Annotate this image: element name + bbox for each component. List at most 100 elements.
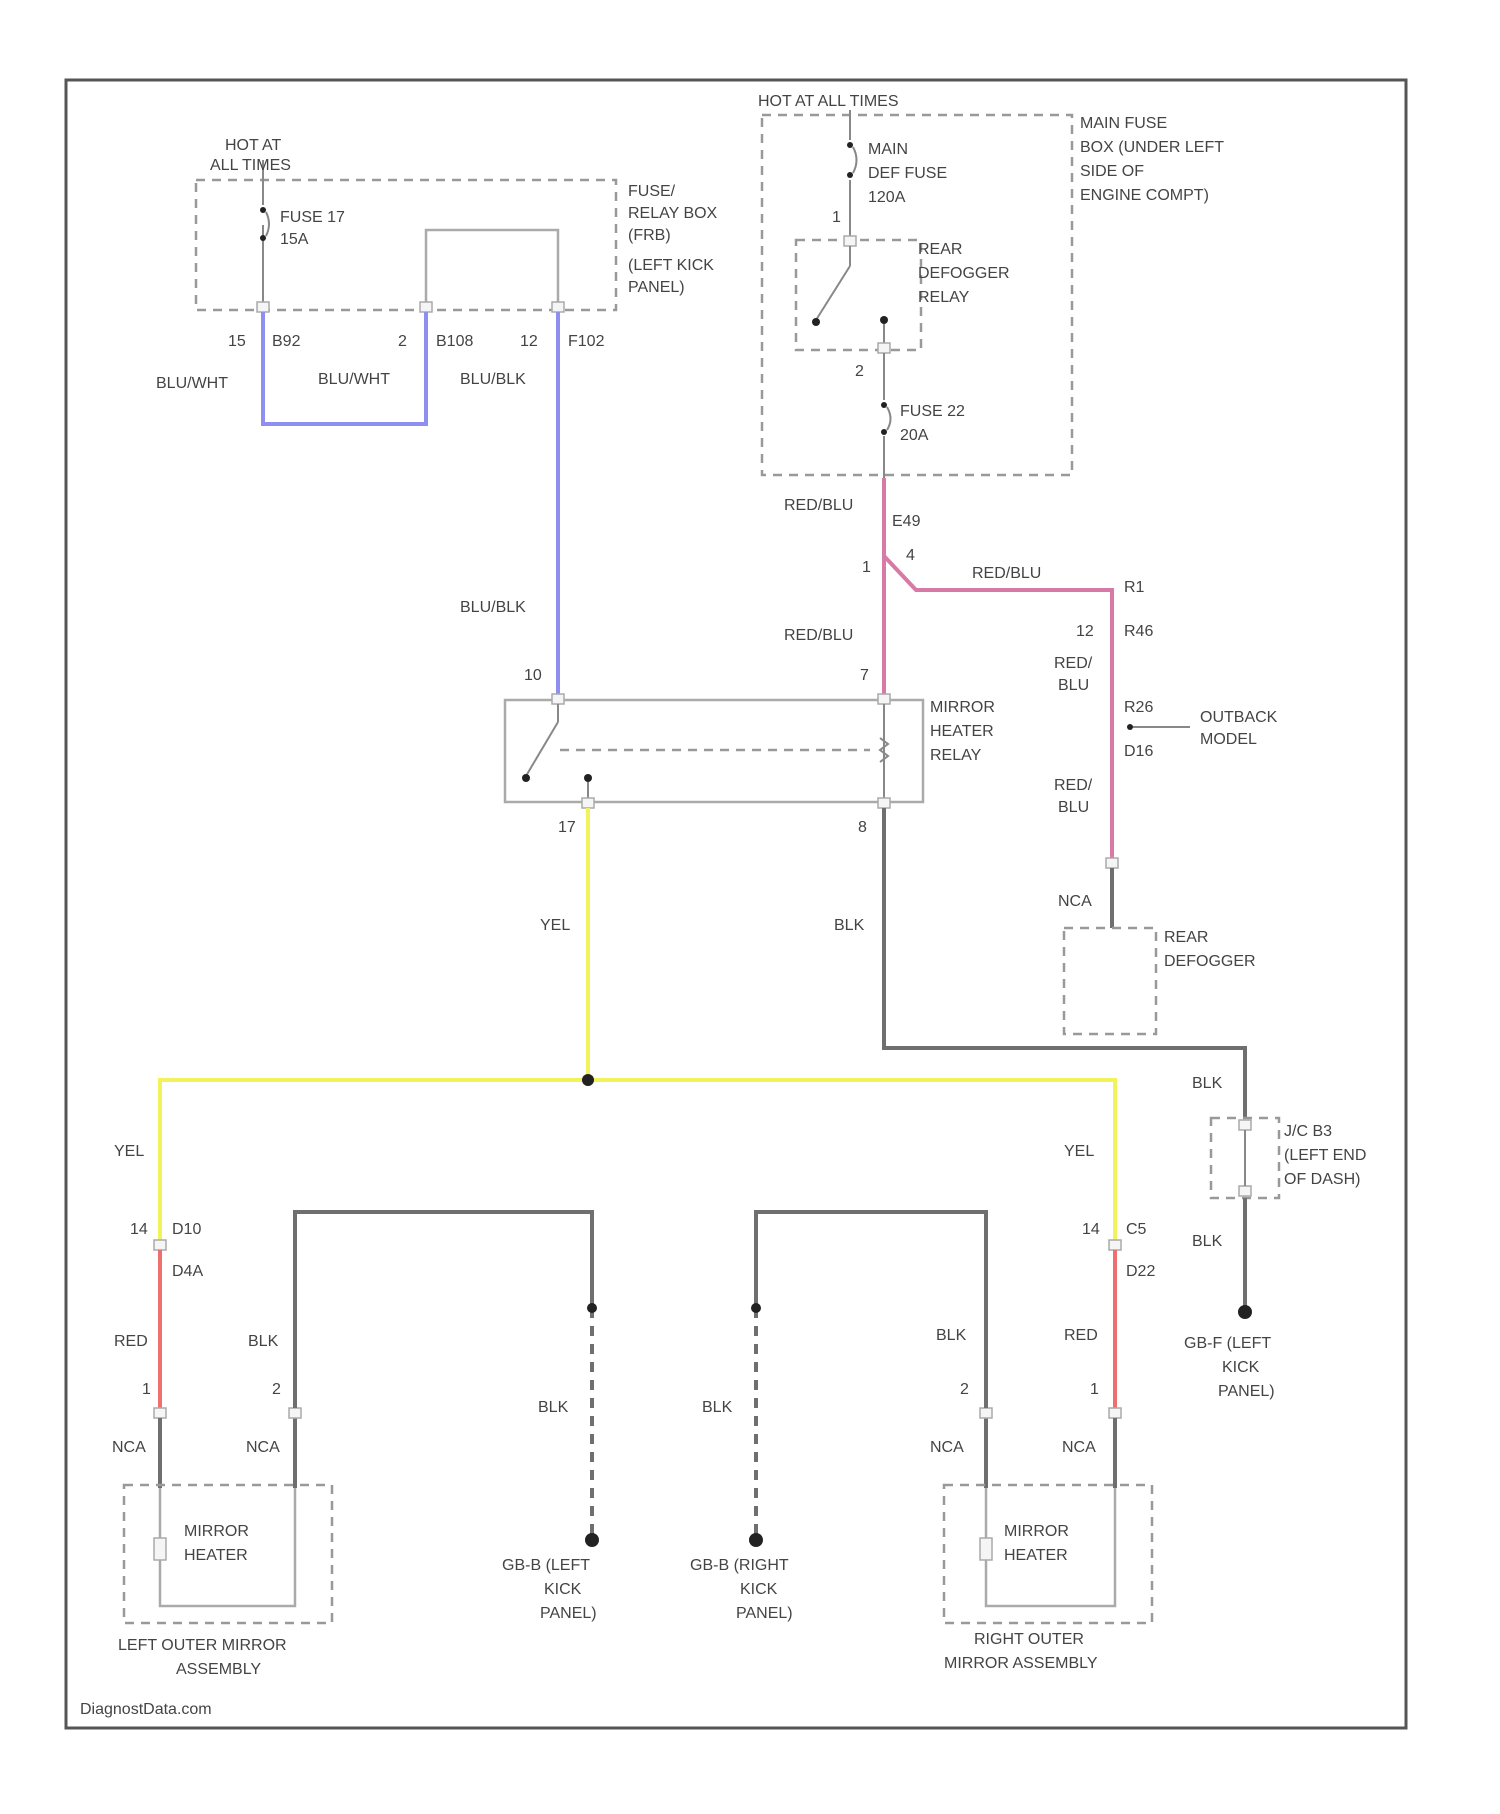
svg-text:BLK: BLK bbox=[1192, 1075, 1223, 1092]
svg-text:(LEFT END: (LEFT END bbox=[1284, 1147, 1366, 1164]
gb-b-left-label: GB-B (LEFT bbox=[502, 1557, 590, 1574]
fuse-22-label: FUSE 22 bbox=[900, 403, 965, 420]
rear-defogger-label: REAR bbox=[1164, 929, 1208, 946]
rear-defogger bbox=[1064, 858, 1156, 1034]
svg-text:F102: F102 bbox=[568, 333, 605, 350]
svg-text:PANEL): PANEL) bbox=[540, 1605, 597, 1622]
right-outer-mirror-label: RIGHT OUTER bbox=[974, 1631, 1084, 1648]
svg-text:SIDE OF: SIDE OF bbox=[1080, 163, 1144, 180]
svg-text:4: 4 bbox=[906, 547, 915, 564]
svg-text:PANEL): PANEL) bbox=[1218, 1383, 1275, 1400]
svg-text:BOX (UNDER LEFT: BOX (UNDER LEFT bbox=[1080, 139, 1224, 156]
jc-label: J/C B3 bbox=[1284, 1123, 1332, 1140]
svg-text:D16: D16 bbox=[1124, 743, 1153, 760]
svg-text:D22: D22 bbox=[1126, 1263, 1155, 1280]
svg-text:10: 10 bbox=[524, 667, 542, 684]
svg-text:12: 12 bbox=[520, 333, 538, 350]
svg-text:HEATER: HEATER bbox=[930, 723, 994, 740]
svg-text:RED/BLU: RED/BLU bbox=[784, 497, 853, 514]
svg-text:HEATER: HEATER bbox=[1004, 1547, 1068, 1564]
svg-text:(LEFT KICK: (LEFT KICK bbox=[628, 257, 714, 274]
svg-text:DEFOGGER: DEFOGGER bbox=[1164, 953, 1256, 970]
svg-text:YEL: YEL bbox=[540, 917, 570, 934]
svg-text:20A: 20A bbox=[900, 427, 929, 444]
svg-text:120A: 120A bbox=[868, 189, 906, 206]
svg-text:RED/BLU: RED/BLU bbox=[972, 565, 1041, 582]
svg-text:D10: D10 bbox=[172, 1221, 201, 1238]
svg-text:NCA: NCA bbox=[1058, 893, 1092, 910]
mirror-heater-left-label: MIRROR bbox=[184, 1523, 249, 1540]
svg-text:NCA: NCA bbox=[112, 1439, 146, 1456]
svg-text:14: 14 bbox=[1082, 1221, 1100, 1238]
svg-text:ENGINE COMPT): ENGINE COMPT) bbox=[1080, 187, 1209, 204]
svg-text:RED/: RED/ bbox=[1054, 777, 1093, 794]
svg-text:OF DASH): OF DASH) bbox=[1284, 1171, 1360, 1188]
svg-text:R1: R1 bbox=[1124, 579, 1145, 596]
svg-text:RELAY BOX: RELAY BOX bbox=[628, 205, 718, 222]
svg-text:ASSEMBLY: ASSEMBLY bbox=[176, 1661, 261, 1678]
svg-text:2: 2 bbox=[960, 1381, 969, 1398]
svg-text:1: 1 bbox=[862, 559, 871, 576]
svg-text:15: 15 bbox=[228, 333, 246, 350]
svg-text:8: 8 bbox=[858, 819, 867, 836]
left-outer-mirror-label: LEFT OUTER MIRROR bbox=[118, 1637, 287, 1654]
svg-text:NCA: NCA bbox=[246, 1439, 280, 1456]
main-fuse-label: MAIN bbox=[868, 141, 908, 158]
svg-text:NCA: NCA bbox=[1062, 1439, 1096, 1456]
svg-text:NCA: NCA bbox=[930, 1439, 964, 1456]
svg-text:1: 1 bbox=[142, 1381, 151, 1398]
svg-text:7: 7 bbox=[860, 667, 869, 684]
svg-text:12: 12 bbox=[1076, 623, 1094, 640]
svg-text:BLK: BLK bbox=[538, 1399, 569, 1416]
diagram-border bbox=[66, 80, 1406, 1728]
svg-text:YEL: YEL bbox=[1064, 1143, 1094, 1160]
svg-text:RED/: RED/ bbox=[1054, 655, 1093, 672]
svg-text:R26: R26 bbox=[1124, 699, 1153, 716]
svg-text:RELAY: RELAY bbox=[930, 747, 982, 764]
svg-text:BLK: BLK bbox=[248, 1333, 279, 1350]
wire-label-bluwht-1: BLU/WHT bbox=[156, 375, 228, 392]
wire-label-bluwht-2: BLU/WHT bbox=[318, 371, 390, 388]
svg-text:DEFOGGER: DEFOGGER bbox=[918, 265, 1010, 282]
svg-text:PANEL): PANEL) bbox=[736, 1605, 793, 1622]
mirror-heater-right-label: MIRROR bbox=[1004, 1523, 1069, 1540]
frb-label: FUSE/ bbox=[628, 183, 676, 200]
svg-text:17: 17 bbox=[558, 819, 576, 836]
svg-text:2: 2 bbox=[398, 333, 407, 350]
hot-at-all-times-left: HOT AT bbox=[225, 137, 282, 154]
svg-text:RED: RED bbox=[1064, 1327, 1098, 1344]
svg-text:R46: R46 bbox=[1124, 623, 1153, 640]
svg-text:RED/BLU: RED/BLU bbox=[784, 627, 853, 644]
svg-text:YEL: YEL bbox=[114, 1143, 144, 1160]
svg-text:BLK: BLK bbox=[702, 1399, 733, 1416]
svg-text:DEF FUSE: DEF FUSE bbox=[868, 165, 947, 182]
fuse-relay-box bbox=[196, 160, 616, 312]
svg-text:B108: B108 bbox=[436, 333, 473, 350]
gb-left-label: GB-F (LEFT bbox=[1184, 1335, 1271, 1352]
svg-text:RELAY: RELAY bbox=[918, 289, 970, 306]
svg-text:ALL TIMES: ALL TIMES bbox=[210, 157, 291, 174]
main-box-label: MAIN FUSE bbox=[1080, 115, 1167, 132]
svg-text:1: 1 bbox=[1090, 1381, 1099, 1398]
svg-text:1: 1 bbox=[832, 209, 841, 226]
mirror-heater-relay-label: MIRROR bbox=[930, 699, 995, 716]
svg-text:HEATER: HEATER bbox=[184, 1547, 248, 1564]
mirror-heater-relay bbox=[505, 694, 923, 808]
wire-label-blublk-1: BLU/BLK bbox=[460, 371, 526, 388]
outback-label: OUTBACK bbox=[1200, 709, 1278, 726]
svg-text:RED: RED bbox=[114, 1333, 148, 1350]
svg-text:C5: C5 bbox=[1126, 1221, 1147, 1238]
svg-text:2: 2 bbox=[272, 1381, 281, 1398]
svg-text:BLK: BLK bbox=[1192, 1233, 1223, 1250]
svg-text:BLU: BLU bbox=[1058, 799, 1089, 816]
svg-text:PANEL): PANEL) bbox=[628, 279, 685, 296]
wire-blu-wht bbox=[263, 312, 426, 424]
defogger-relay-label: REAR bbox=[918, 241, 962, 258]
wire-yel-bus bbox=[160, 1080, 1115, 1245]
footer-watermark: DiagnostData.com bbox=[80, 1701, 212, 1718]
junction-connector bbox=[1211, 1118, 1279, 1198]
svg-text:BLU: BLU bbox=[1058, 677, 1089, 694]
svg-text:KICK: KICK bbox=[544, 1581, 582, 1598]
svg-text:MIRROR ASSEMBLY: MIRROR ASSEMBLY bbox=[944, 1655, 1098, 1672]
